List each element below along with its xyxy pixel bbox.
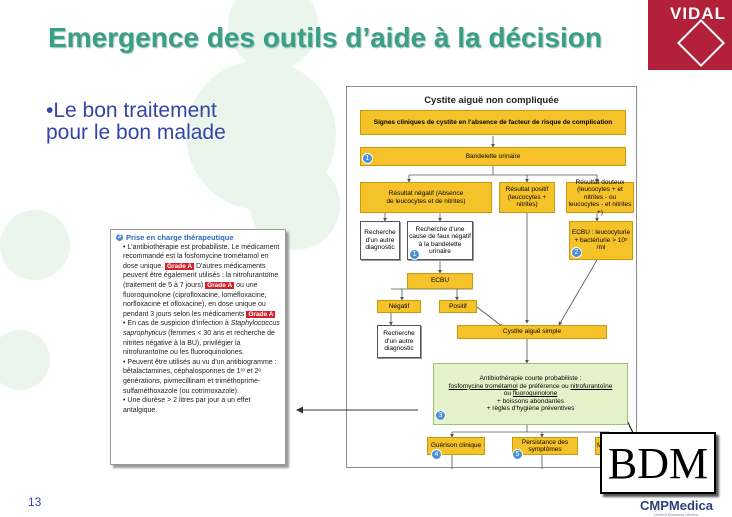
therapeutic-box: 3 Prise en charge thérapeutique • L'anti… xyxy=(110,229,286,465)
bdm-label: BDM xyxy=(607,438,709,488)
step-marker-1b: 1 xyxy=(409,249,420,260)
fosfomycine-link: fosfomycine trométamol xyxy=(448,382,518,390)
heading-marker: 3 xyxy=(115,233,124,243)
therapeutic-paragraph-3: • Peuvent être utilisés au vu d'un antib… xyxy=(123,358,277,395)
slide-title: Emergence des outils d’aide à la décisio… xyxy=(48,22,602,53)
ecbu-positif-box: Positif xyxy=(439,300,477,313)
antibio-line-2: fosfomycine trométamol de préférence ou … xyxy=(449,383,613,391)
guerison-box: Guérison clinique xyxy=(427,437,485,455)
bullet-text: •Le bon traitement pour le bon malade xyxy=(46,100,246,144)
antibio-line-2-mid: de préférence ou xyxy=(517,382,571,390)
nitrofurantoine-link: nitrofurantoïne xyxy=(570,382,613,390)
decor-circle xyxy=(228,0,318,70)
recherche-autre-text-2: Recherche d'un autre diagnostic xyxy=(383,330,415,353)
antibiotherapie-box: Antibiothérapie courte probabiliste : fo… xyxy=(433,363,628,425)
persistance-text: Persistance des symptômes xyxy=(521,438,569,454)
grade-a-badge: Grade A xyxy=(246,310,276,318)
signs-text: Signes cliniques de cystite en l'absence… xyxy=(373,118,613,126)
ecbu-douteux-text: ECBU : leucocyturie + bactériurie > 10⁵ … xyxy=(571,229,631,252)
cmpmedica-logo: CMPMedica xyxy=(640,498,713,513)
fluoroquinolone-link: fluoroquinolone xyxy=(512,390,558,398)
ecbu-text: ECBU xyxy=(430,277,450,285)
persistance-box: Persistance des symptômes xyxy=(512,437,578,455)
vidal-logo: VIDAL xyxy=(648,0,732,70)
vidal-logo-mark-icon xyxy=(676,18,726,68)
antibio-line-1: Antibiothérapie courte probabiliste : xyxy=(479,375,582,383)
bullet-line: •Le bon traitement pour le bon malade xyxy=(46,99,226,144)
ecbu-negatif-text: Négatif xyxy=(388,302,410,310)
step-marker-5: 5 xyxy=(512,449,523,460)
recherche-autre-box-2: Recherche d'un autre diagnostic xyxy=(377,325,421,358)
negatif-box: Résultat négatif (Absence de leucocytes … xyxy=(360,182,492,213)
therapeutic-heading: 3 Prise en charge thérapeutique xyxy=(115,233,281,243)
douteux-box: Résultat douteux (leucocytes + et nitrit… xyxy=(566,179,634,216)
douteux-text: Résultat douteux (leucocytes + et nitrit… xyxy=(568,178,632,216)
cystite-simple-text: Cystite aiguë simple xyxy=(502,328,562,336)
p1-text-c: ou une fluoroquinolone (ciprofloxacine, … xyxy=(123,281,267,318)
antibio-line-4: + boissons abondantes xyxy=(496,397,565,405)
left-arrow-icon xyxy=(296,406,418,414)
therapeutic-paragraph-4: • Une diurèse > 2 litres par jour a un e… xyxy=(123,397,251,414)
antibio-line-3-or: ou xyxy=(503,390,513,398)
cystite-simple-box: Cystite aiguë simple xyxy=(457,325,607,339)
flowchart-panel: Cystite aiguë non compliquée Signes clin… xyxy=(346,86,637,469)
grade-a-badge: Grade A xyxy=(165,262,195,270)
positif-text: Résultat positif (leucocytes + nitrites) xyxy=(505,186,549,209)
therapeutic-paragraph-2: • En cas de suspicion d'infection à Stap… xyxy=(115,319,281,357)
p2-text-b: (femmes < 30 ans et recherche de nitrite… xyxy=(123,329,275,357)
step-marker-4: 4 xyxy=(431,449,442,460)
step-marker-3: 3 xyxy=(435,410,446,421)
ecbu-douteux-box: ECBU : leucocyturie + bactériurie > 10⁵ … xyxy=(569,221,633,260)
signs-box: Signes cliniques de cystite en l'absence… xyxy=(360,110,626,135)
species-name: Staphylococcus saprophyticus xyxy=(123,320,280,337)
cmpmedica-subtitle: Limited Business Medica xyxy=(654,512,699,517)
heading-text: Prise en charge thérapeutique xyxy=(126,233,234,242)
step-marker-1: 1 xyxy=(362,153,373,164)
step-marker-2: 2 xyxy=(571,247,582,258)
recherche-autre-box-1: Recherche d'un autre diagnostic xyxy=(360,221,400,260)
ecbu-negatif-box: Négatif xyxy=(377,300,421,313)
p2-text-a: • En cas de suspicion d'infection à xyxy=(123,320,231,328)
bandelette-text: Bandelette urinaire xyxy=(465,152,521,160)
antibio-line-3: ou fluoroquinolone xyxy=(504,390,558,398)
recherche-autre-text-1: Recherche d'un autre diagnostic xyxy=(364,229,396,252)
bdm-label-box: BDM xyxy=(600,432,716,494)
flowchart-title: Cystite aiguë non compliquée xyxy=(424,95,559,106)
ecbu-positif-text: Positif xyxy=(449,302,467,310)
faux-negatif-text: Recherche d'une cause de faux négatif à … xyxy=(409,225,471,256)
p1-text-a: • L'antibiothérapie est probabiliste. Le… xyxy=(123,243,280,270)
decor-circle xyxy=(0,330,50,390)
ecbu-box: ECBU xyxy=(407,273,473,289)
decor-circle xyxy=(0,210,70,280)
guerison-text: Guérison clinique xyxy=(430,442,482,450)
antibio-line-5: + règles d'hygiène préventives xyxy=(486,405,575,413)
bandelette-box: Bandelette urinaire xyxy=(360,147,626,166)
p1-text-b: D'autres médicaments peuvent être égalem… xyxy=(123,262,279,289)
positif-box: Résultat positif (leucocytes + nitrites) xyxy=(499,182,555,213)
negatif-text: Résultat négatif (Absence de leucocytes … xyxy=(386,190,466,205)
vidal-logo-text: VIDAL xyxy=(670,4,726,23)
grade-a-badge: Grade A xyxy=(205,281,235,289)
page-number: 13 xyxy=(28,495,42,509)
fourth-outcome-text: M xyxy=(597,442,602,450)
therapeutic-paragraph-1: • L'antibiothérapie est probabiliste. Le… xyxy=(115,243,281,320)
